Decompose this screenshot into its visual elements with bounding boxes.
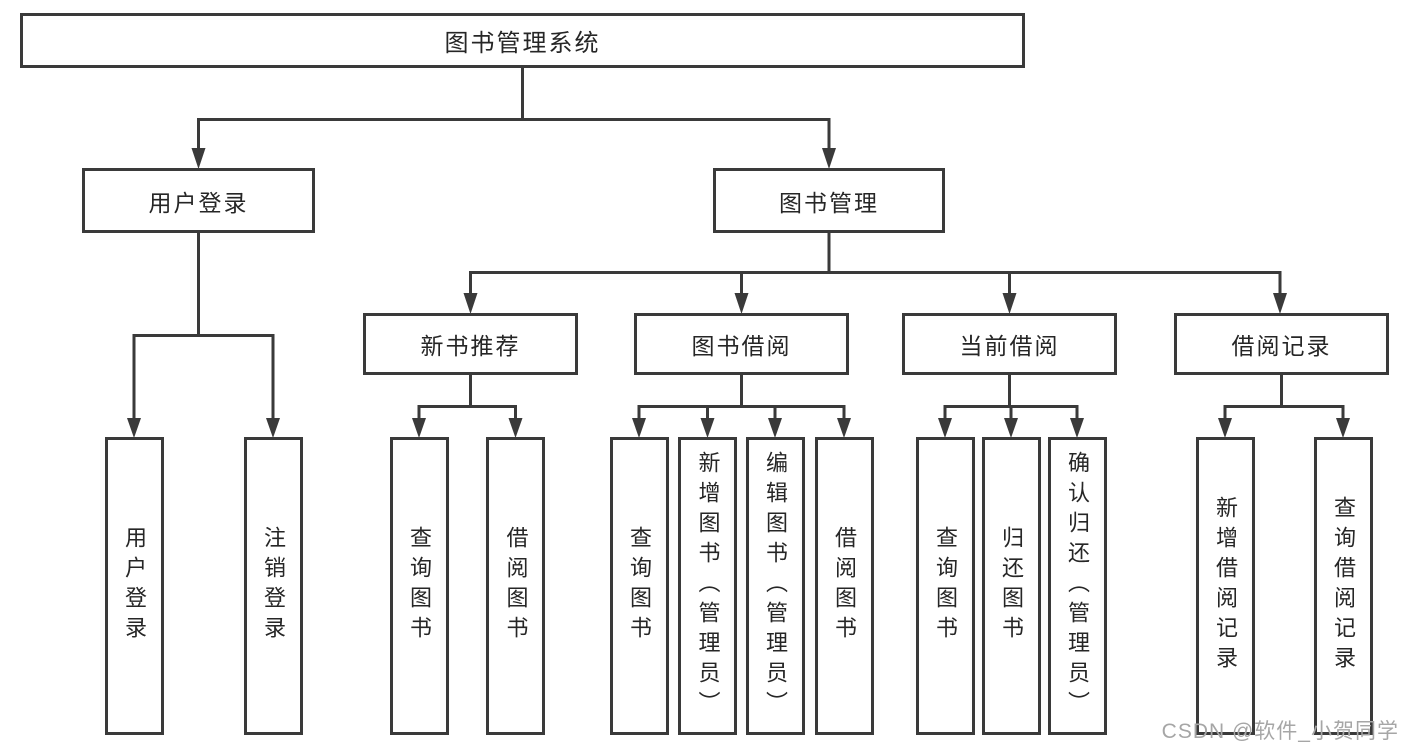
leaf-add-book-admin: 新增图书（管理员） [678, 437, 737, 735]
leaf-edit-book-admin: 编辑图书（管理员） [745, 437, 805, 735]
leaf-confirm-return-admin: 确认归还（管理员） [1047, 437, 1107, 735]
node-new-book-recommendation: 新书推荐 [363, 313, 578, 375]
arrowhead-icons [127, 148, 1350, 438]
leaf-logout: 注销登录 [243, 437, 303, 735]
leaf-query-books-1: 查询图书 [389, 437, 449, 735]
leaf-add-borrow-record: 新增借阅记录 [1195, 437, 1255, 735]
node-book-management: 图书管理 [713, 168, 945, 233]
leaf-borrow-books-2: 借阅图书 [814, 437, 874, 735]
csdn-watermark: CSDN @软件_小贺同学 [1161, 720, 1399, 743]
node-user-login: 用户登录 [82, 168, 315, 233]
node-current-borrowing: 当前借阅 [902, 313, 1117, 375]
node-library-management-system: 图书管理系统 [20, 13, 1025, 68]
leaf-return-books: 归还图书 [981, 437, 1041, 735]
leaf-query-books-2: 查询图书 [609, 437, 669, 735]
node-book-borrowing: 图书借阅 [634, 313, 849, 375]
leaf-user-login: 用户登录 [104, 437, 164, 735]
node-borrowing-records: 借阅记录 [1174, 313, 1389, 375]
leaf-query-books-3: 查询图书 [915, 437, 975, 735]
leaf-borrow-books-1: 借阅图书 [486, 437, 545, 735]
connector-segments [132, 68, 1345, 420]
leaf-query-borrow-record: 查询借阅记录 [1313, 437, 1373, 735]
